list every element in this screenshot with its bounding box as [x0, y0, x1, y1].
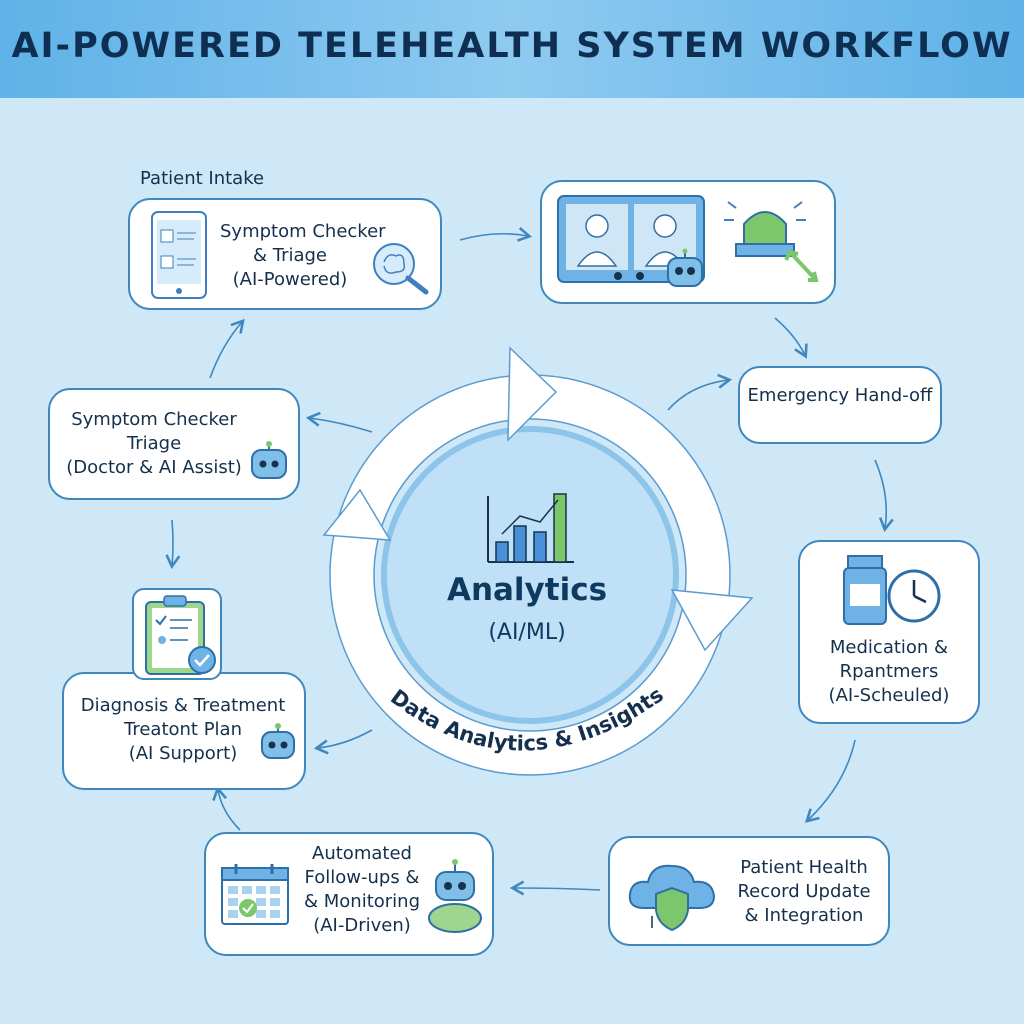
- symptom-checker-ai-label: Symptom Checker & Triage (AI-Powered): [220, 221, 386, 290]
- center-subtitle: (AI/ML): [488, 620, 566, 645]
- diagnosis-card[interactable]: Diagnosis & Treatment Treatont Plan (AI …: [62, 672, 306, 790]
- arrow-intake-to-video: [459, 227, 533, 242]
- page-title: AI-POWERED TELEHEALTH SYSTEM WORKFLOW: [11, 26, 1013, 66]
- arrow-video-to-emergency: [774, 317, 808, 359]
- arrow-medication-to-record: [804, 739, 856, 823]
- health-record-label: Patient Health Record Update & Integrati…: [737, 857, 871, 926]
- clipboard-icon: [145, 595, 216, 675]
- arrow-triage-to-intake: [209, 318, 245, 379]
- calendar-icon: [221, 864, 289, 925]
- arrow-record-to-followups: [509, 880, 601, 896]
- arrow-ring-to-emergency: [667, 373, 733, 411]
- followups-card[interactable]: Automated Follow-ups & & Monitoring (AI-…: [204, 832, 494, 956]
- medication-label: Medication & Rpantmers (AI-Scheuled): [828, 637, 950, 706]
- robot-icon: [251, 441, 287, 479]
- clipboard-icon-box: [132, 588, 222, 680]
- emergency-handoff-card[interactable]: Emergency Hand-off: [738, 366, 942, 444]
- video-call-icon: [557, 195, 705, 283]
- arrow-ring-to-triage: [305, 411, 373, 433]
- medication-card[interactable]: Medication & Rpantmers (AI-Scheuled): [798, 540, 980, 724]
- robot-icon: [428, 859, 482, 933]
- patient-intake-label: Patient Intake: [140, 168, 265, 189]
- video-consultation-card[interactable]: [540, 180, 836, 304]
- arrow-followups-to-diagnosis: [212, 785, 241, 831]
- bar-chart-icon: [487, 493, 574, 563]
- emergency-siren-icon: [724, 201, 819, 282]
- arrow-emergency-to-medication: [874, 459, 894, 533]
- followups-label: Automated Follow-ups & & Monitoring (AI-…: [303, 843, 420, 936]
- robot-icon: [667, 248, 703, 287]
- symptom-checker-doctor-label: Symptom Checker Triage (Doctor & AI Assi…: [66, 409, 242, 478]
- symptom-checker-ai-card[interactable]: Symptom Checker & Triage (AI-Powered): [128, 198, 442, 310]
- medicine-bottle-icon: [843, 555, 887, 625]
- cloud-shield-icon: [628, 864, 716, 932]
- analytics-ring: [322, 346, 754, 776]
- health-record-card[interactable]: Patient Health Record Update & Integrati…: [608, 836, 890, 946]
- robot-icon: [261, 723, 295, 759]
- emergency-handoff-label: Emergency Hand-off: [747, 385, 933, 406]
- arrow-ring-to-diagnosis: [313, 729, 373, 755]
- header-banner: AI-POWERED TELEHEALTH SYSTEM WORKFLOW: [0, 0, 1024, 98]
- brain-magnifier-icon: [373, 243, 429, 295]
- arrow-triage-to-diagnosis: [165, 519, 181, 570]
- smartphone-icon: [151, 211, 207, 299]
- symptom-checker-doctor-card[interactable]: Symptom Checker Triage (Doctor & AI Assi…: [48, 388, 300, 500]
- clock-icon: [887, 569, 941, 623]
- diagnosis-label: Diagnosis & Treatment Treatont Plan (AI …: [80, 695, 286, 764]
- center-title: Analytics: [446, 572, 608, 608]
